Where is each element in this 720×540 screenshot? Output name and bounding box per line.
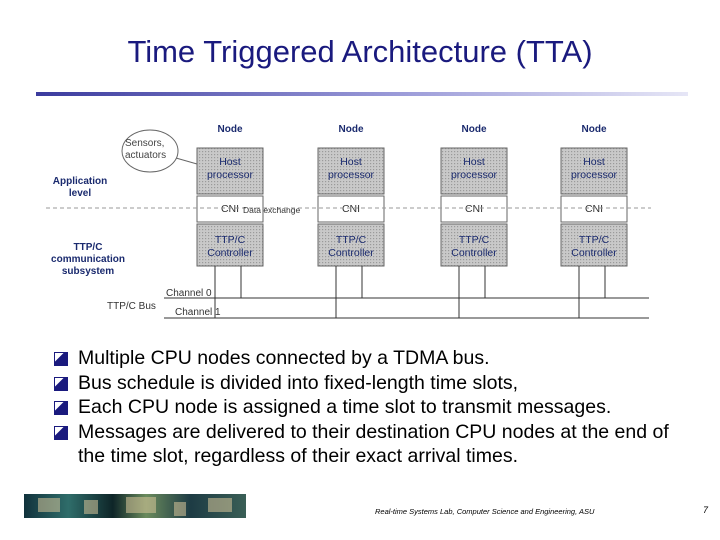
sensors-label-line1: Sensors, — [125, 138, 164, 149]
application-level-label-line2: level — [69, 188, 91, 199]
cni-box — [317, 195, 385, 223]
controller-label-line1: TTP/C — [336, 234, 367, 246]
nodes-group: NodeHostprocessorCNITTP/CControllerNodeH… — [196, 124, 628, 318]
host-processor-label-line2: processor — [207, 169, 254, 181]
page-number: 7 — [703, 505, 709, 515]
bullet-box-icon — [54, 352, 68, 366]
host-processor-label-line2: processor — [451, 169, 498, 181]
cni-label: CNI — [221, 203, 239, 215]
host-processor-label-line2: processor — [571, 169, 618, 181]
node-label: Node — [582, 124, 607, 135]
bullet-text: Multiple CPU nodes connected by a TDMA b… — [78, 347, 490, 369]
bullet-box-icon — [54, 376, 68, 391]
host-processor-box — [440, 147, 508, 195]
controller-label-line1: TTP/C — [579, 234, 610, 246]
sensor-link — [175, 157, 198, 165]
host-processor-label-line1: Host — [219, 156, 241, 168]
bullet-item: Multiple CPU nodes connected by a TDMA b… — [52, 346, 692, 371]
cni-label: CNI — [342, 203, 360, 215]
host-processor-box — [560, 147, 628, 195]
controller-label-line2: Controller — [328, 247, 374, 259]
controller-label-line1: TTP/C — [459, 234, 490, 246]
bullet-item: Messages are delivered to their destinat… — [52, 420, 692, 469]
controller-box — [196, 223, 264, 267]
ttpc-subsystem-label-line1: TTP/C — [74, 242, 103, 253]
footer-text: Real-time Systems Lab, Computer Science … — [375, 507, 595, 516]
bullet-item: Bus schedule is divided into fixed-lengt… — [52, 371, 692, 396]
bullet-text: Messages are delivered to their destinat… — [78, 420, 669, 468]
controller-label-line2: Controller — [207, 247, 253, 259]
host-processor-label-line1: Host — [463, 156, 485, 168]
bullet-item: Each CPU node is assigned a time slot to… — [52, 395, 692, 420]
bullet-text: Each CPU node is assigned a time slot to… — [78, 396, 612, 418]
controller-box — [440, 223, 508, 267]
ttpc-subsystem-label-line3: subsystem — [62, 266, 114, 277]
bullet-box-icon — [54, 401, 68, 415]
ttpc-subsystem-label-line2: communication — [51, 254, 125, 265]
data-exchange-label: Data exchange — [243, 205, 300, 215]
controller-box — [560, 223, 628, 267]
sensors-label-line2: actuators — [125, 150, 166, 161]
tta-diagram: NodeHostprocessorCNITTP/CControllerNodeH… — [46, 124, 651, 319]
node-label: Node — [339, 124, 364, 135]
host-processor-label-line2: processor — [328, 169, 375, 181]
cni-box — [196, 195, 264, 223]
host-processor-label-line1: Host — [340, 156, 362, 168]
controller-label-line2: Controller — [571, 247, 617, 259]
slide-title: Time Triggered Architecture (TTA) — [127, 34, 593, 69]
sensors-actuators-ellipse — [121, 129, 179, 173]
footer-circuit-image — [24, 494, 246, 518]
controller-label-line2: Controller — [451, 247, 497, 259]
controller-label-line1: TTP/C — [215, 234, 246, 246]
channel-1-label: Channel 1 — [175, 307, 221, 318]
ttpc-bus-label: TTP/C Bus — [107, 301, 156, 312]
cni-label: CNI — [465, 203, 483, 215]
title-divider — [36, 92, 688, 96]
host-processor-label-line1: Host — [583, 156, 605, 168]
node-label: Node — [462, 124, 487, 135]
cni-label: CNI — [585, 203, 603, 215]
bullet-list: Multiple CPU nodes connected by a TDMA b… — [52, 346, 692, 469]
cni-box — [440, 195, 508, 223]
controller-box — [317, 223, 385, 267]
bullet-text: Bus schedule is divided into fixed-lengt… — [78, 371, 519, 394]
host-processor-box — [317, 147, 385, 195]
cni-box — [560, 195, 628, 223]
node-label: Node — [218, 124, 243, 135]
application-level-label-line1: Application — [53, 176, 107, 187]
bullet-box-icon — [54, 425, 68, 440]
channel-0-label: Channel 0 — [166, 288, 212, 299]
host-processor-box — [196, 147, 264, 195]
